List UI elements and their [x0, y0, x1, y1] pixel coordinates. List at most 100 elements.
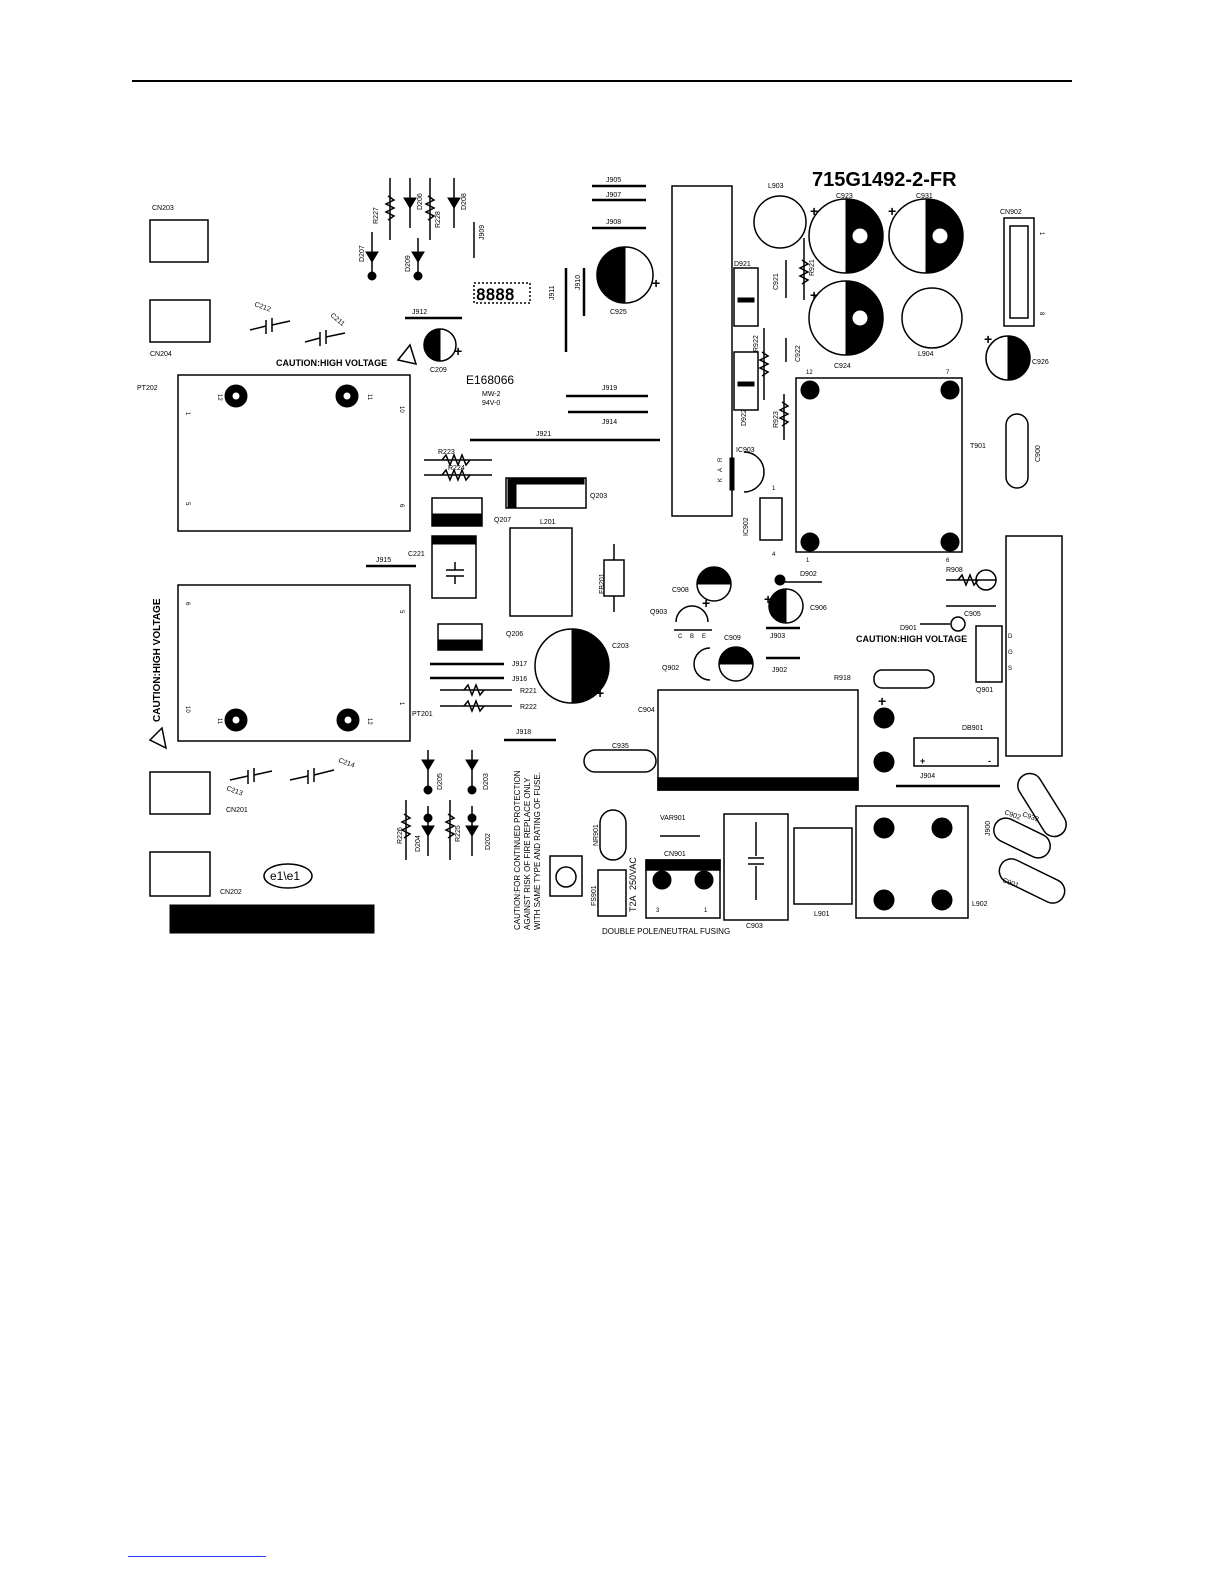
c906-plus: + — [764, 591, 772, 607]
label-j903: J903 — [770, 633, 785, 640]
q901-pin-g: G — [1008, 650, 1013, 656]
pt201-outline — [177, 584, 411, 742]
caution-high-voltage-right: CAUTION:HIGH VOLTAGE — [856, 634, 967, 644]
t901-pin-6: 6 — [946, 558, 950, 564]
label-cn201: CN201 — [226, 807, 248, 814]
cn901-pin-1: 1 — [704, 908, 708, 914]
label-r922: R922 — [753, 335, 760, 352]
label-c209: C209 — [430, 367, 447, 374]
label-pt202: PT202 — [137, 385, 158, 392]
label-j912: J912 — [412, 309, 427, 316]
label-r908: R908 — [946, 567, 963, 574]
counter-glyph: 8888 — [476, 285, 515, 304]
label-c221: C221 — [408, 551, 425, 558]
q901-pin-s: S — [1008, 666, 1012, 672]
label-c901: C901 — [1001, 877, 1019, 889]
ic903-pin-k: K — [718, 478, 724, 482]
pt201-pin-5: 5 — [398, 610, 404, 614]
label-j902: J902 — [772, 667, 787, 674]
approval-sub2: 94V-0 — [482, 400, 500, 407]
label-q903: Q903 — [650, 609, 667, 616]
label-j900: J900 — [985, 821, 992, 836]
label-r228: R228 — [435, 211, 442, 228]
label-r225: R225 — [455, 825, 462, 842]
label-l902: L902 — [972, 901, 988, 908]
fuse-caution-line1: CAUTION:FOR CONTINUED PROTECTION — [513, 770, 522, 930]
ic902-pin-1: 1 — [772, 486, 776, 492]
fuse-rating-voltage: 250VAC — [628, 857, 638, 890]
pt202-pin-12: 12 — [216, 394, 222, 401]
cn901-pin-3: 3 — [656, 908, 660, 914]
label-j911: J911 — [549, 285, 556, 300]
pt202-pin-11: 11 — [366, 394, 372, 401]
c908-plus: + — [702, 595, 710, 611]
label-d208: D208 — [461, 193, 468, 210]
cn201-outline — [149, 771, 211, 815]
pt202-pin-5: 5 — [184, 502, 190, 506]
pt201-pin-11: 11 — [216, 718, 222, 725]
q901-pin-d: D — [1008, 634, 1013, 640]
pt201-pin-10: 10 — [184, 706, 190, 713]
label-r923: R923 — [773, 411, 780, 428]
label-r222: R222 — [520, 704, 537, 711]
label-d901: D901 — [900, 625, 917, 632]
q903-pin-b: B — [690, 634, 694, 640]
c925-plus: + — [652, 275, 660, 291]
label-q203: Q203 — [590, 493, 607, 500]
c904-plus: + — [878, 693, 886, 709]
label-d203: D203 — [483, 773, 490, 790]
c203-plus: + — [596, 685, 604, 701]
label-j909: J909 — [479, 225, 486, 240]
label-r226: R226 — [397, 827, 404, 844]
label-r921: R921 — [809, 259, 816, 276]
db901-plus: + — [920, 756, 925, 766]
pt201-pin-1: 1 — [398, 702, 404, 706]
c926-plus: + — [984, 331, 992, 347]
label-c924: C924 — [834, 363, 851, 370]
label-r221: R221 — [520, 688, 537, 695]
cap-c211-symbol — [304, 330, 346, 346]
label-q902: Q902 — [662, 665, 679, 672]
pt202-outline — [177, 374, 411, 532]
cn902-pin-1: 1 — [1038, 232, 1044, 236]
ic902-pin-4: 4 — [772, 552, 776, 558]
label-var901: VAR901 — [660, 815, 686, 822]
label-nr901: NR901 — [593, 824, 600, 846]
label-d922: D922 — [741, 409, 748, 426]
cn202-outline — [149, 851, 211, 897]
label-c203: C203 — [612, 643, 629, 650]
label-c905: C905 — [964, 611, 981, 618]
label-c900: C900 — [1035, 445, 1042, 462]
pt201-pin-12: 12 — [366, 718, 372, 725]
pt202-pin-10: 10 — [398, 406, 404, 413]
label-l904: L904 — [918, 351, 934, 358]
label-d209: D209 — [405, 255, 412, 272]
label-j907: J907 — [606, 192, 621, 199]
label-l903: L903 — [768, 183, 784, 190]
label-c921: C921 — [773, 273, 780, 290]
pt202-pin-1: 1 — [184, 412, 190, 416]
label-j919: J919 — [602, 385, 617, 392]
label-ic903: IC903 — [736, 447, 755, 454]
label-d206: D206 — [417, 193, 424, 210]
c923-plus: + — [810, 203, 818, 219]
label-q901: Q901 — [976, 687, 993, 694]
label-d205: D205 — [437, 773, 444, 790]
caution-high-voltage-vertical: CAUTION:HIGH VOLTAGE — [152, 598, 163, 722]
label-j916: J916 — [512, 676, 527, 683]
label-q206: Q206 — [506, 631, 523, 638]
label-c903: C903 — [746, 923, 763, 930]
label-c908: C908 — [672, 587, 689, 594]
double-pole-note: DOUBLE POLE/NEUTRAL FUSING — [602, 927, 730, 936]
label-r223: R223 — [438, 449, 455, 456]
label-c212: C212 — [253, 301, 271, 313]
approval-sub1: MW-2 — [482, 391, 501, 398]
label-c213: C213 — [225, 785, 243, 797]
header-rule — [132, 80, 1072, 82]
label-j915: J915 — [376, 557, 391, 564]
label-r224: R224 — [448, 465, 465, 472]
c924-plus: + — [810, 287, 818, 303]
label-t901: T901 — [970, 443, 986, 450]
pt202-pin-6: 6 — [398, 504, 404, 508]
